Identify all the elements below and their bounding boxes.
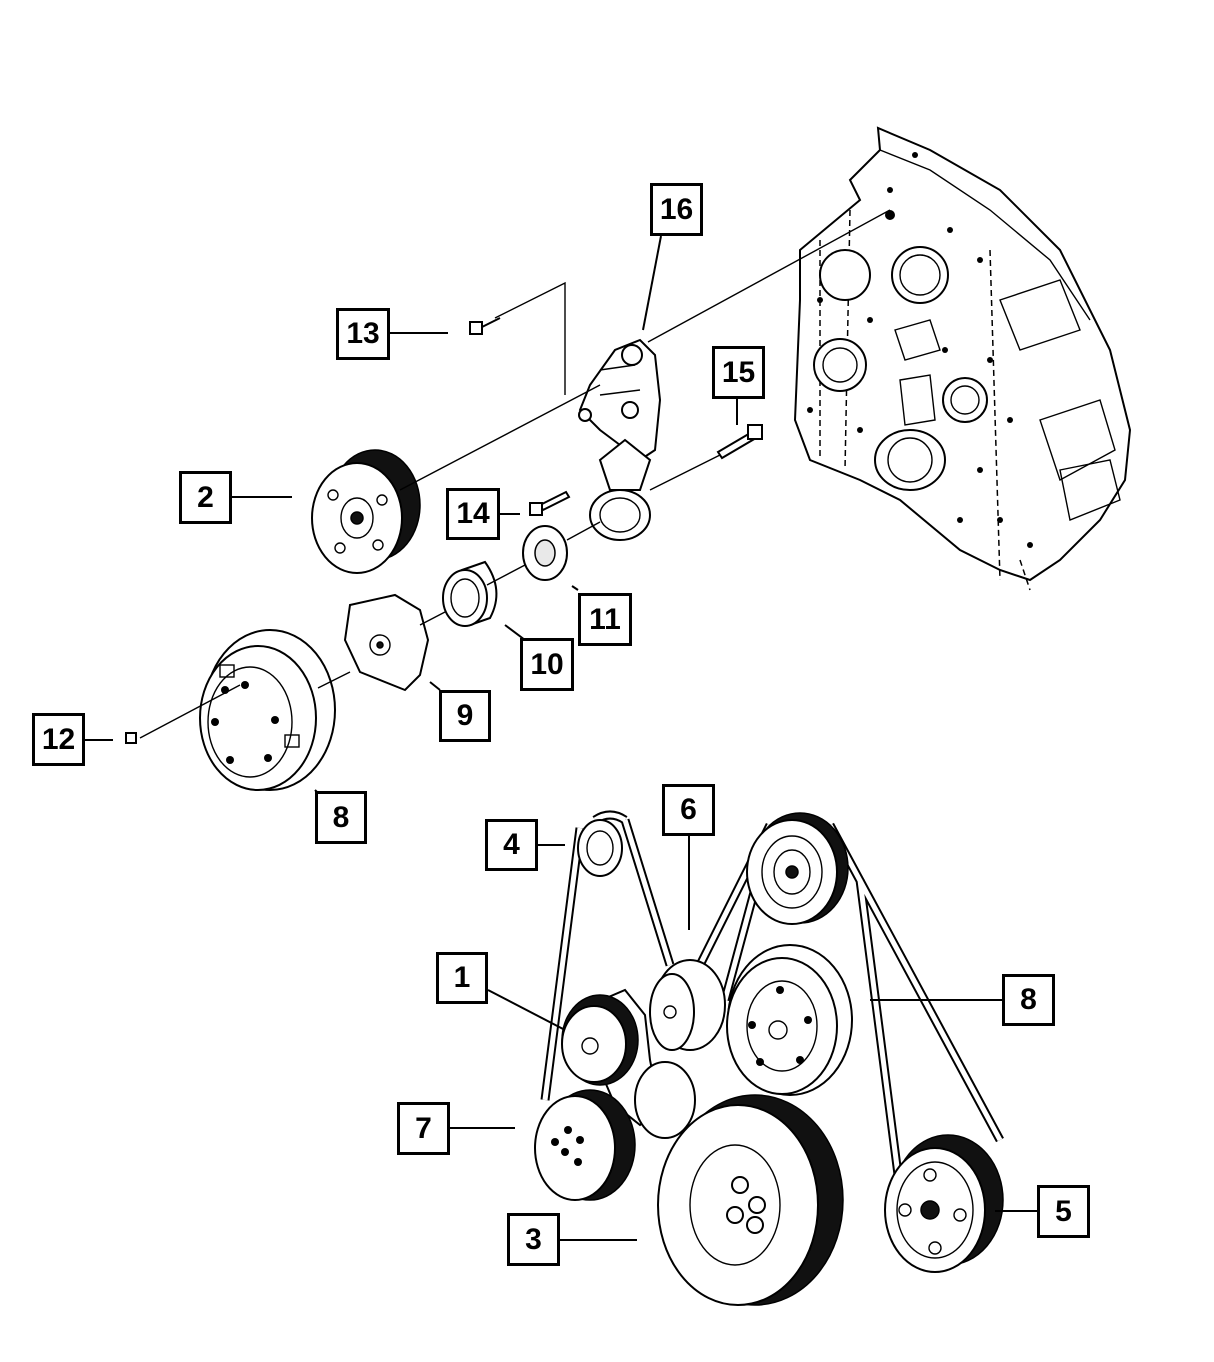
engine-block	[793, 126, 1132, 591]
callout-10: 10	[520, 638, 574, 691]
callout-13: 13	[336, 308, 390, 360]
pulley-cover-9	[343, 593, 430, 692]
callout-15: 15	[712, 346, 765, 399]
bolt-13	[469, 317, 501, 335]
callout-5: 5	[1037, 1185, 1090, 1238]
callout-3: 3	[507, 1213, 560, 1266]
callout-2: 2	[179, 471, 232, 524]
callout-4: 4	[485, 819, 538, 871]
callout-1: 1	[436, 952, 488, 1004]
callout-9: 9	[439, 690, 491, 742]
callout-7: 7	[397, 1102, 450, 1155]
callout-8-damper: 8	[315, 791, 367, 844]
leader-lines	[85, 235, 1037, 1241]
callout-16: 16	[650, 183, 703, 236]
washer-11	[522, 525, 568, 581]
callout-12: 12	[32, 713, 85, 766]
pulley-bearing-10	[442, 560, 498, 627]
idler-bracket	[578, 338, 662, 541]
callout-11: 11	[578, 593, 632, 646]
vibration-damper	[199, 629, 336, 791]
callout-14: 14	[446, 488, 500, 540]
bolt-12	[125, 732, 137, 744]
callout-8-pulley: 8	[1002, 974, 1055, 1026]
bolt-14	[529, 490, 571, 516]
serpentine-belt-assembly	[534, 810, 1004, 1306]
callout-6: 6	[662, 784, 715, 836]
idler-pulley	[311, 449, 421, 574]
bolt-15	[716, 424, 763, 460]
